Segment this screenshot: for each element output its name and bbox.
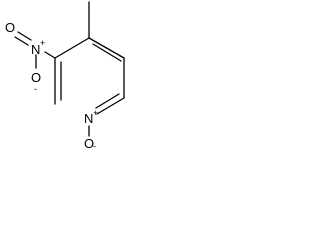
- oxide-oxygen-charge: -: [93, 141, 96, 150]
- bond-nitro-n-o-top: [17, 31, 32, 41]
- nitro-nitrogen-charge: +: [40, 38, 45, 48]
- bond-nitro-n-o-top-double: [14, 36, 29, 46]
- ring-nitrogen-charge: +: [93, 108, 98, 118]
- bond-c2-c3: [54, 37, 90, 59]
- bond-c5-c6: [96, 97, 125, 115]
- ring-nitrogen-label: N: [84, 111, 93, 126]
- bond-c2-nitro-n: [44, 51, 56, 59]
- pyridine-ring: [54, 37, 125, 115]
- nitro-nitrogen-label: N: [31, 42, 40, 57]
- nitro-oxygen-bottom-label: O: [31, 70, 41, 85]
- bond-c3-c4-double: [92, 43, 122, 62]
- bond-c3-c4: [88, 37, 125, 59]
- nitro-group: O N + O -: [5, 20, 56, 94]
- nitro-oxygen-bottom-charge: -: [34, 84, 37, 94]
- nitro-oxygen-top-label: O: [5, 20, 15, 35]
- molecule-structure-diagram: O N + O - N + O -: [5, 1, 125, 150]
- n-oxide-group: N + O -: [84, 108, 98, 150]
- oxide-oxygen-label: O: [84, 136, 94, 150]
- bond-c5-c6-double: [95, 93, 120, 109]
